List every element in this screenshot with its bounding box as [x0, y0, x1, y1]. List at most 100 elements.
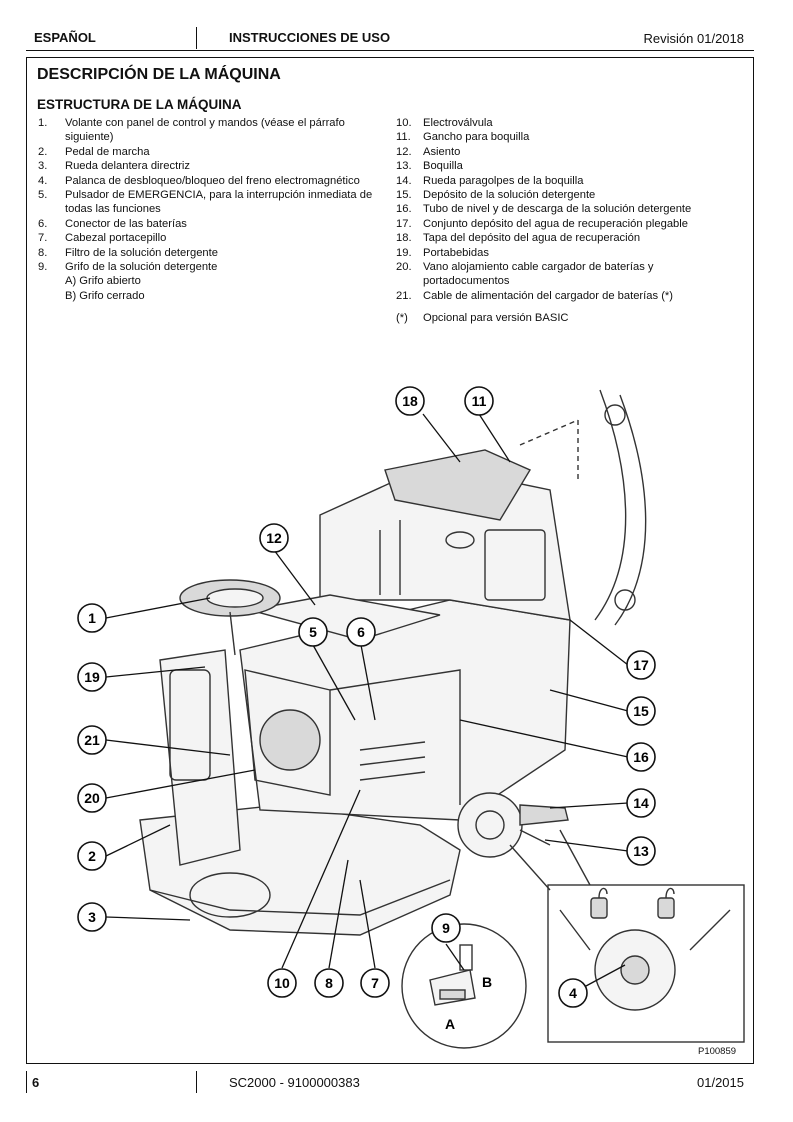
list-item: 2. Pedal de marcha: [38, 145, 383, 159]
item-number: 1.: [38, 117, 48, 129]
callout-10-label: 10: [274, 975, 290, 991]
item-number: 16.: [396, 203, 412, 216]
item-text: Electroválvula: [423, 117, 493, 129]
item-text: Asiento: [423, 145, 461, 158]
callout-17: 17: [626, 650, 656, 680]
callout-18-label: 18: [402, 393, 418, 409]
list-item: 17.Conjunto depósito del agua de recuper…: [396, 217, 726, 231]
callout-16-label: 16: [633, 749, 649, 765]
item-text: Pedal de marcha: [65, 145, 150, 158]
item-number: 2.: [38, 145, 48, 158]
callout-20: 20: [77, 783, 107, 813]
item-text: Boquilla: [423, 160, 463, 173]
item-text: Tapa del depósito del agua de recuperaci…: [423, 232, 641, 245]
item-text: Conector de las baterías: [65, 217, 187, 230]
item-number: 17.: [396, 217, 412, 230]
callout-12: 12: [259, 523, 289, 553]
item-number: 11.: [396, 131, 411, 144]
list-item: 11.Gancho para boquilla: [396, 130, 726, 144]
page-footer: 6 SC2000 - 9100000383 01/2015: [26, 1071, 754, 1093]
item-number: 3.: [38, 160, 48, 173]
item-number: 18.: [396, 232, 412, 245]
list-item: 19.Portabebidas: [396, 246, 726, 260]
item-number: 20.: [396, 261, 412, 274]
callout-14-label: 14: [633, 795, 649, 811]
callout-16: 16: [626, 742, 656, 772]
callout-11: 11: [464, 386, 494, 416]
item-number: 6.: [38, 217, 48, 230]
callout-6-label: 6: [357, 624, 365, 640]
parts-list-left: 1.Volante con panel de control y mandos …: [38, 116, 383, 303]
callout-1-label: 1: [88, 610, 96, 626]
header-rule: [26, 50, 754, 51]
callout-2: 2: [77, 841, 107, 871]
page-header: ESPAÑOL INSTRUCCIONES DE USO Revisión 01…: [26, 27, 754, 51]
list-item: 3.Rueda delantera directriz: [38, 159, 383, 173]
callout-10: 10: [267, 968, 297, 998]
section-title: DESCRIPCIÓN DE LA MÁQUINA: [37, 66, 281, 83]
callout-13-label: 13: [633, 843, 649, 859]
list-item: 14.Rueda paragolpes de la boquilla: [396, 174, 726, 188]
callout-12-label: 12: [266, 530, 282, 546]
footnote-mark: (*): [396, 312, 408, 325]
callout-3: 3: [77, 902, 107, 932]
item-number: 21.: [396, 289, 412, 302]
list-item: 9.Grifo de la solución detergente: [38, 260, 383, 274]
callout-21-label: 21: [84, 732, 100, 748]
callout-9: 9: [431, 913, 461, 943]
callout-3-label: 3: [88, 909, 96, 925]
list-item: 12. Asiento: [396, 145, 726, 159]
machine-drawing: [139, 389, 745, 1049]
callout-9-label: 9: [442, 920, 450, 936]
callout-21: 21: [77, 725, 107, 755]
sub-item-closed: B) Grifo cerrado: [65, 289, 145, 302]
item-number: 14.: [396, 174, 412, 187]
callout-1: 1: [77, 603, 107, 633]
footer-left-rule: [26, 1071, 27, 1093]
language-label: ESPAÑOL: [34, 30, 96, 45]
item-text: Vano alojamiento cable cargador de bater…: [423, 261, 654, 288]
callout-8-label: 8: [325, 975, 333, 991]
list-item: 6. Conector de las baterías: [38, 217, 383, 231]
list-item: 13.Boquilla: [396, 159, 726, 173]
callout-18: 18: [395, 386, 425, 416]
item-number: 5.: [38, 189, 48, 202]
item-number: 10.: [396, 117, 412, 129]
list-item: 8.Filtro de la solución detergente: [38, 246, 383, 260]
list-item: 20. Vano alojamiento cable cargador de ba…: [396, 260, 726, 289]
callout-2-label: 2: [88, 848, 96, 864]
callout-8: 8: [314, 968, 344, 998]
callout-5: 5: [298, 617, 328, 647]
header-divider: [196, 27, 197, 49]
callout-4: 4: [558, 978, 588, 1008]
page-number: 6: [32, 1075, 40, 1090]
leader-lines: [105, 413, 629, 994]
figure-code: P100859: [698, 1046, 737, 1057]
list-item: 15.Depósito de la solución detergente: [396, 188, 726, 202]
content-frame: [26, 57, 754, 1064]
footer-divider: [196, 1071, 197, 1093]
revision-label: Revisión 01/2018: [643, 31, 744, 46]
callout-13: 13: [626, 836, 656, 866]
list-item: 5.Pulsador de EMERGENCIA, para la interr…: [38, 188, 383, 217]
callout-14: 14: [626, 788, 656, 818]
parts-list-right: 10. Electroválvula 11.Gancho para boquill…: [396, 116, 726, 326]
item-text: Grifo de la solución detergente: [65, 261, 218, 274]
item-text: Palanca de desbloqueo/bloqueo del freno …: [65, 174, 360, 187]
callout-17-label: 17: [633, 657, 649, 673]
callout-7-label: 7: [371, 975, 379, 991]
list-item: 10. Electroválvula: [396, 116, 726, 130]
list-item: 18. Tapa del depósito del agua de recuper…: [396, 231, 726, 245]
list-item: 16.Tubo de nivel y de descarga de la sol…: [396, 202, 726, 216]
item-text: Filtro de la solución detergente: [65, 246, 218, 259]
item-number: 19.: [396, 246, 412, 259]
callout-19-label: 19: [84, 669, 100, 685]
callout-7: 7: [360, 968, 390, 998]
callout-20-label: 20: [84, 790, 100, 806]
item-text: Cabezal portacepillo: [65, 232, 167, 245]
list-item: 1.Volante con panel de control y mandos …: [38, 116, 383, 145]
tap-label-b: B: [482, 974, 492, 990]
list-item: 4.Palanca de desbloqueo/bloqueo del fren…: [38, 174, 383, 188]
model-code: SC2000 - 9100000383: [229, 1075, 360, 1090]
item-number: 12.: [396, 145, 412, 158]
